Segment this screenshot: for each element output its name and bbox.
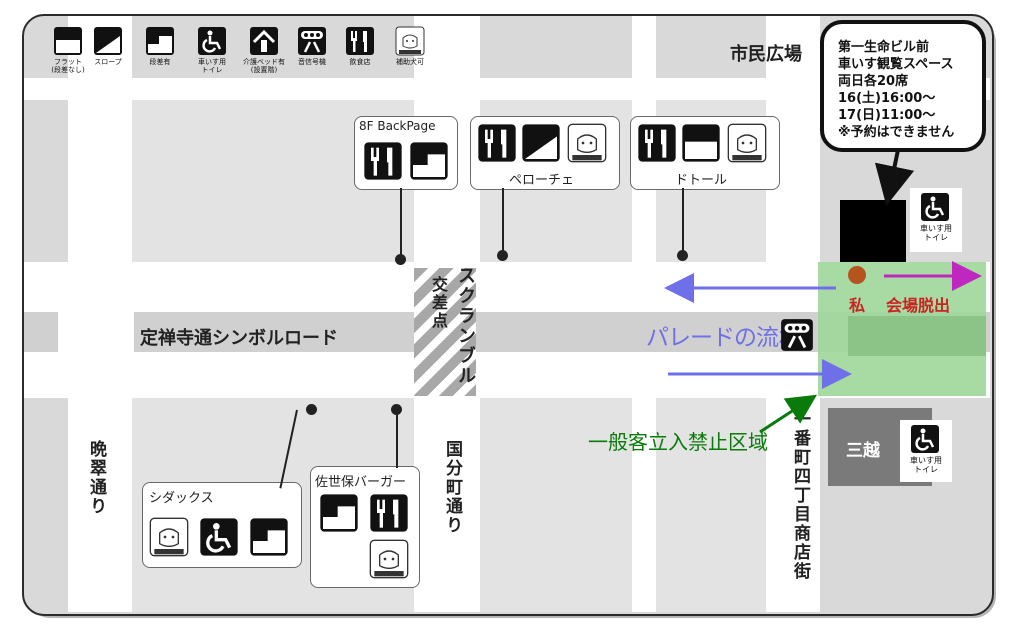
callout-line: 両日各20席 [838, 74, 909, 89]
left-street-label: 晩翠通り [86, 440, 106, 516]
service-dog-icon [567, 123, 607, 163]
block-bottom-far [656, 398, 766, 612]
shop-name: ペローチェ [509, 173, 575, 188]
slope-icon [522, 124, 560, 162]
crossing-label: 交差点 [429, 276, 448, 330]
me-dot [848, 266, 866, 284]
daiichi-toilet-box: 車いす用 トイレ [910, 188, 962, 252]
pin-dot [497, 250, 508, 261]
callout-line: ※予約はできません [838, 125, 955, 140]
service-dog-icon [369, 539, 409, 579]
pin-line [682, 188, 684, 254]
legend-label: 補助犬可 [396, 58, 424, 66]
main-road-label: 定禅寺通シンボルロード [140, 328, 338, 349]
median-gap-left [58, 312, 134, 352]
restaurant-icon [364, 142, 402, 180]
pin-line [502, 188, 504, 254]
callout-line: 17(日)11:00～ [838, 108, 936, 123]
legend-label: 飲食店 [349, 58, 371, 66]
legend-label: 車いす用 トイレ [198, 58, 226, 74]
block-bottom-right [480, 398, 632, 612]
flat-icon [682, 124, 720, 162]
scramble-label: スクランブル [455, 266, 476, 386]
legend-label: 介護ベッド有 (設置階) [243, 58, 285, 74]
restaurant-icon [370, 494, 408, 532]
shop-name: 8F BackPage [359, 119, 436, 133]
pin-dot [306, 404, 317, 415]
legend-wheelchair: 車いす用 トイレ [182, 26, 242, 74]
shop-sidax: シダックス [142, 482, 302, 568]
flat-icon [54, 27, 82, 55]
wheelchair-icon [911, 425, 939, 453]
callout-line: 16(土)16:00～ [838, 91, 936, 106]
legend-label: 音信号機 [298, 58, 326, 66]
restaurant-icon [346, 27, 374, 55]
callout-arrow [874, 149, 915, 206]
middle-street-label: 国分町通り [442, 440, 462, 535]
pin-line [400, 188, 402, 258]
legend-step: 段差有 [130, 26, 190, 66]
zone-inner-band [848, 316, 986, 356]
right-street-label: 一番町四丁目商店街 [790, 410, 810, 581]
pin-line [396, 412, 398, 468]
exit-label: 会場脱出 [886, 296, 951, 315]
pin-dot [395, 254, 406, 265]
scramble-crosswalk [414, 268, 476, 396]
shop-perroche: ペローチェ [470, 116, 620, 190]
care-bed-icon [250, 27, 278, 55]
shop-name: ドトール [675, 173, 728, 188]
toilet-label: 車いす用 トイレ [910, 456, 942, 474]
service-dog-icon [395, 26, 425, 56]
restaurant-icon [478, 124, 516, 162]
legend-label: 段差有 [149, 58, 171, 66]
mitsukoshi-toilet-box: 車いす用 トイレ [900, 420, 952, 482]
building-daiichi [840, 200, 906, 262]
legend-service-dog: 補助犬可 [380, 26, 440, 66]
legend-care-bed: 介護ベッド有 (設置階) [234, 26, 294, 74]
step-icon [410, 142, 448, 180]
legend-slope: スロープ [78, 26, 138, 66]
signal-icon [781, 319, 813, 351]
wheelchair-icon [200, 518, 238, 556]
restaurant-icon [638, 124, 676, 162]
callout-line: 第一生命ビル前 [838, 40, 930, 55]
legend-flat: フラット (段差なし) [38, 26, 98, 74]
legend-label: フラット (段差なし) [51, 58, 85, 74]
step-icon [250, 518, 288, 556]
pin-dot [391, 404, 402, 415]
wheelchair-icon [921, 193, 949, 221]
me-label: 私 [849, 296, 866, 315]
restricted-label: 一般客立入禁止区域 [588, 430, 768, 454]
road-top-horizontal [24, 78, 990, 100]
legend-label: スロープ [94, 58, 122, 66]
parade-label: パレードの流れ [646, 325, 801, 351]
mitsukoshi-label: 三越 [846, 441, 880, 461]
service-dog-icon [149, 517, 189, 557]
step-icon [146, 27, 174, 55]
legend-restaurant: 飲食店 [330, 26, 390, 66]
shop-doutor: ドトール [630, 116, 780, 190]
legend-signal: 音信号機 [282, 26, 342, 66]
plaza-label: 市民広場 [730, 44, 802, 65]
toilet-label: 車いす用 トイレ [920, 224, 952, 242]
slope-icon [94, 27, 122, 55]
restricted-arrow [759, 394, 818, 434]
callout-box: 第一生命ビル前 車いす観覧スペース 両日各20席 16(土)16:00～ 17(… [820, 20, 986, 152]
service-dog-icon [727, 123, 767, 163]
step-icon [320, 494, 358, 532]
shop-backpage: 8F BackPage [354, 116, 458, 190]
callout-line: 車いす観覧スペース [838, 57, 954, 72]
signal-icon [298, 27, 326, 55]
shop-name: シダックス [149, 491, 214, 506]
pin-dot [677, 250, 688, 261]
wheelchair-icon [198, 27, 226, 55]
shop-sasebo: 佐世保バーガー [310, 466, 420, 588]
shop-name: 佐世保バーガー [315, 475, 407, 490]
